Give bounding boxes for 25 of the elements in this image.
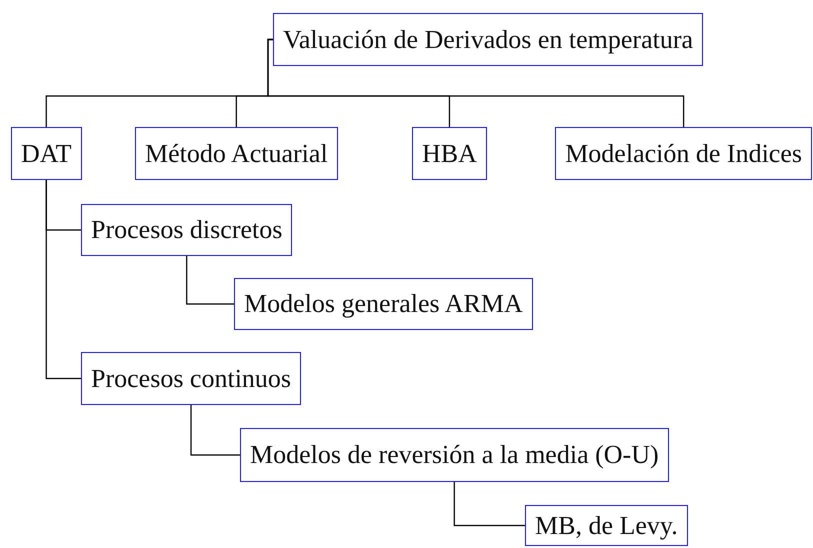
- node-label: Modelos de reversión a la media (O-U): [250, 440, 659, 470]
- node-label: HBA: [422, 138, 477, 168]
- text-box: [81, 352, 302, 405]
- connector-line: [454, 482, 525, 526]
- text-box: [525, 505, 688, 546]
- node-label: Procesos discretos: [91, 215, 282, 245]
- node-label: Modelación de Indices: [565, 138, 802, 168]
- text-box: [412, 127, 487, 180]
- text-box: [11, 127, 82, 180]
- node-label: Procesos continuos: [91, 364, 292, 394]
- text-box: [81, 204, 292, 256]
- node-label: Método Actuarial: [145, 138, 328, 168]
- node-label: Valuación de Derivados en temperatura: [283, 24, 694, 54]
- text-box: [240, 428, 669, 482]
- text-box: [273, 13, 704, 66]
- connector-line: [46, 180, 81, 380]
- node-label: DAT: [21, 138, 72, 168]
- text-box: [555, 127, 812, 180]
- text-box: [234, 278, 533, 330]
- connector-line: [186, 256, 234, 305]
- node-label: Modelos generales ARMA: [244, 289, 523, 319]
- connector-line: [267, 38, 684, 127]
- connector-line: [190, 405, 240, 456]
- node-label: MB, de Levy.: [535, 510, 678, 540]
- text-box: [135, 127, 338, 180]
